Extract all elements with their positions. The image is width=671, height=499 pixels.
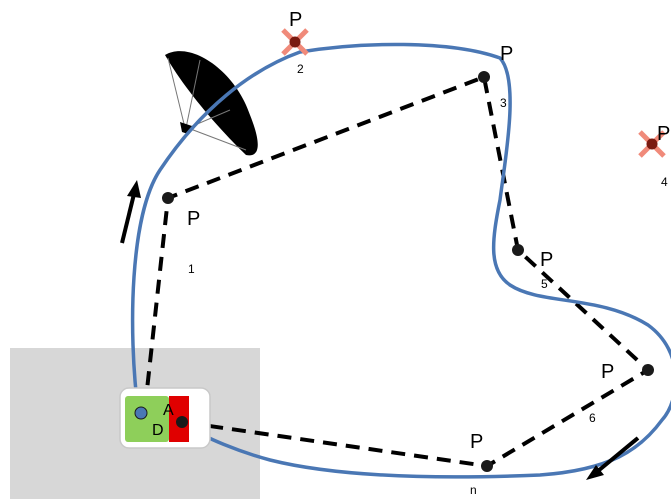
flight-track (130, 42, 671, 479)
waypoint-6-index: 6 (589, 411, 596, 425)
waypoint-6-dot (642, 364, 654, 376)
waypoint-3-dot (478, 71, 490, 83)
waypoint-n-dot (481, 460, 493, 472)
start-finish-box: D A (119, 387, 211, 449)
waypoint-1-dot (162, 192, 174, 204)
arrow-up-icon (120, 180, 141, 244)
waypoint-5-dot (512, 244, 524, 256)
waypoint-5-index: 5 (541, 277, 548, 291)
waypoint-4-label: P (657, 123, 670, 145)
waypoint-2-label: P (289, 9, 302, 31)
waypoint-3-label: P (500, 43, 513, 65)
waypoint-2-index: 2 (297, 62, 304, 76)
waypoint-1-index: 1 (188, 262, 195, 276)
waypoint-5-label: P (540, 249, 553, 271)
waypoint-n-index: n (470, 483, 477, 497)
cross-icon (281, 28, 309, 56)
waypoint-3-index: 3 (500, 96, 507, 110)
arrow-down-left-icon (586, 436, 640, 480)
waypoint-6-label: P (601, 361, 614, 383)
arrive-label: A (163, 402, 174, 419)
cross-icon (638, 130, 666, 158)
paraglider-icon (165, 51, 258, 156)
waypoint-1-label: P (187, 208, 200, 230)
depart-marker (125, 396, 169, 442)
depart-label: D (152, 422, 164, 439)
waypoint-n-label: P (470, 431, 483, 453)
waypoint-4-index: 4 (661, 175, 668, 189)
